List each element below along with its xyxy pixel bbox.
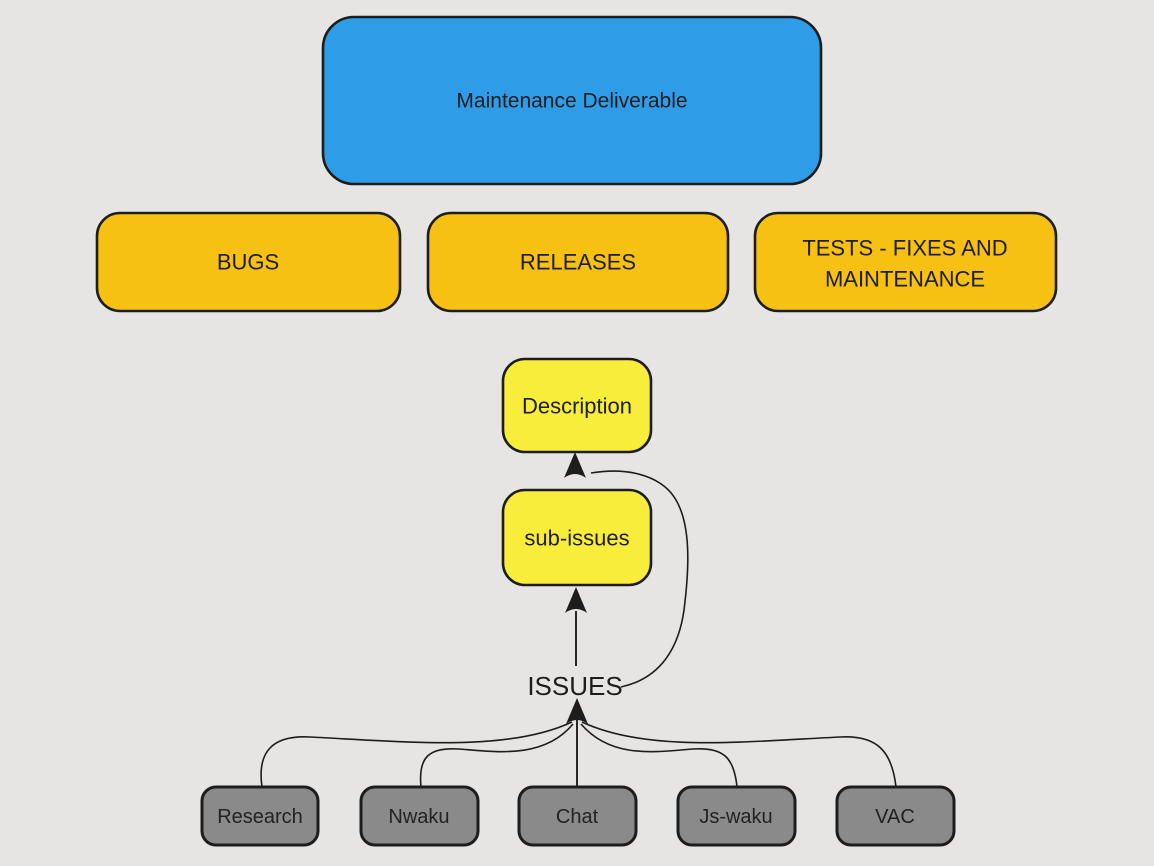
edge-issues-to-description: [590, 470, 689, 688]
node-bugs-box[interactable]: [95, 211, 402, 313]
arrowhead-issues: [566, 698, 588, 724]
node-nwaku[interactable]: Nwaku: [359, 785, 480, 847]
edge-vac-to-issues: [581, 721, 897, 788]
node-tests-box[interactable]: [753, 211, 1058, 313]
node-releases-label: RELEASES: [520, 250, 636, 275]
node-maintenance-deliverable[interactable]: Maintenance Deliverable: [321, 15, 823, 186]
node-issues-label[interactable]: ISSUES: [527, 671, 622, 701]
edge-js-waku-to-issues: [580, 723, 738, 788]
node-description-label: Description: [522, 394, 632, 419]
node-description-box[interactable]: [501, 357, 653, 454]
node-maintenance-deliverable-box[interactable]: [321, 15, 823, 186]
node-research-label: Research: [217, 806, 303, 828]
node-sub-issues-label: sub-issues: [524, 526, 629, 551]
node-nwaku-label: Nwaku: [388, 806, 449, 828]
node-vac-box[interactable]: [835, 785, 956, 847]
node-bugs[interactable]: BUGS: [95, 211, 402, 313]
node-research-box[interactable]: [200, 785, 320, 847]
edge-research-to-issues: [260, 721, 573, 788]
edges-group: [260, 452, 897, 788]
arrowhead-description: [564, 452, 586, 478]
node-vac[interactable]: VAC: [835, 785, 956, 847]
node-chat-box[interactable]: [517, 785, 638, 847]
node-releases-box[interactable]: [426, 211, 730, 313]
node-description[interactable]: Description: [501, 357, 653, 454]
node-js-waku-label: Js-waku: [699, 806, 772, 828]
node-tests-label-line1: TESTS - FIXES AND: [802, 236, 1007, 261]
node-nwaku-box[interactable]: [359, 785, 480, 847]
node-releases[interactable]: RELEASES: [426, 211, 730, 313]
node-maintenance-deliverable-label: Maintenance Deliverable: [456, 90, 687, 113]
node-tests-label-line2: MAINTENANCE: [825, 267, 985, 292]
node-js-waku[interactable]: Js-waku: [676, 785, 797, 847]
node-tests-fixes-maintenance[interactable]: TESTS - FIXES AND MAINTENANCE: [753, 211, 1058, 313]
node-bugs-label: BUGS: [217, 250, 279, 275]
node-chat[interactable]: Chat: [517, 785, 638, 847]
node-js-waku-box[interactable]: [676, 785, 797, 847]
node-chat-label: Chat: [556, 806, 599, 828]
node-sub-issues[interactable]: sub-issues: [501, 488, 653, 587]
edge-nwaku-to-issues: [419, 723, 574, 788]
node-sub-issues-box[interactable]: [501, 488, 653, 587]
node-vac-label: VAC: [875, 806, 915, 828]
arrowhead-sub-issues: [565, 587, 587, 613]
node-research[interactable]: Research: [200, 785, 320, 847]
